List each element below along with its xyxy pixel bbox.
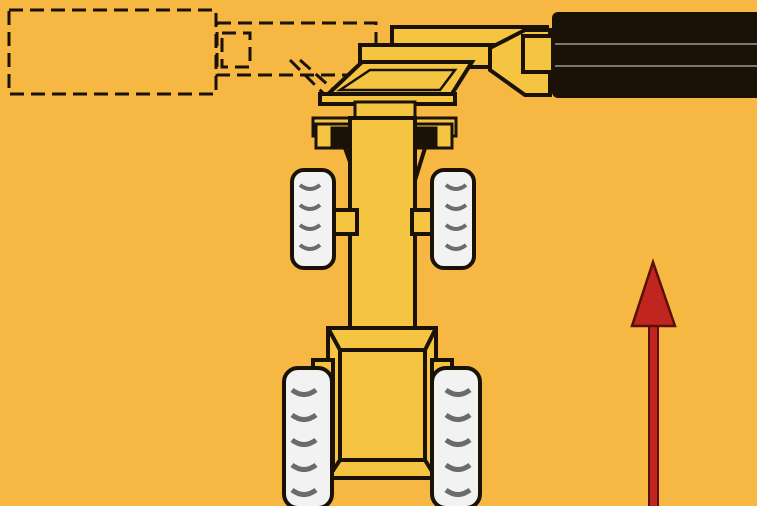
direction-arrow [630, 258, 677, 506]
front-wheel-right [430, 168, 476, 270]
rear-wheel-left [282, 366, 334, 506]
rear-wheel-right [430, 366, 482, 506]
rear-wheels [282, 366, 482, 506]
front-wheel-left [290, 168, 336, 270]
front-wheels [290, 168, 476, 270]
